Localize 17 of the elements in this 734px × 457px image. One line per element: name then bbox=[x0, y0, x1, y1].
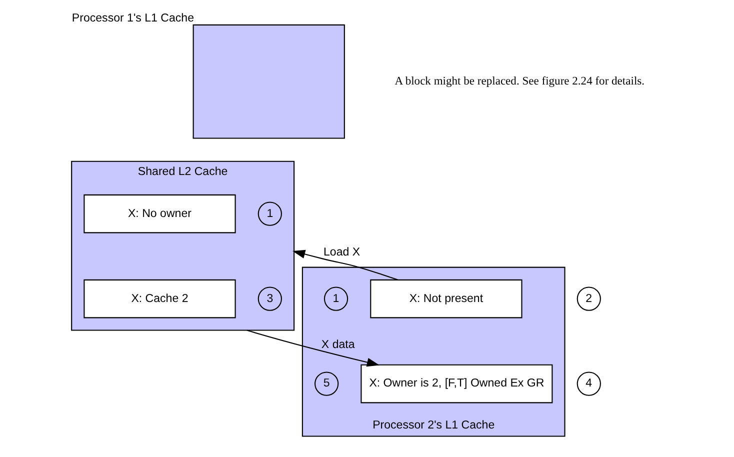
node-box: X: Owner is 2, [F,T] Owned Ex GR bbox=[360, 364, 552, 404]
label: A block might be replaced. See figure 2.24 for details. bbox=[394, 76, 644, 88]
node-box: X: Cache 2 bbox=[83, 279, 236, 318]
arrow bbox=[292, 250, 398, 280]
node-box: X: No owner bbox=[83, 194, 236, 234]
label: 4 bbox=[585, 378, 592, 390]
node-label: 1 bbox=[266, 208, 273, 220]
node-label: Processor 1's L1 Cache bbox=[71, 12, 194, 25]
node-label: 3 bbox=[266, 292, 273, 305]
node-label: 5 bbox=[322, 378, 330, 390]
edge-label: X data bbox=[320, 338, 354, 351]
label: 2 bbox=[585, 292, 592, 305]
arrow bbox=[246, 330, 380, 367]
edge-label: Load X bbox=[323, 246, 360, 259]
node-box: X: Not present bbox=[370, 279, 522, 318]
node-label: 1 bbox=[332, 292, 339, 305]
node-box bbox=[192, 24, 344, 139]
